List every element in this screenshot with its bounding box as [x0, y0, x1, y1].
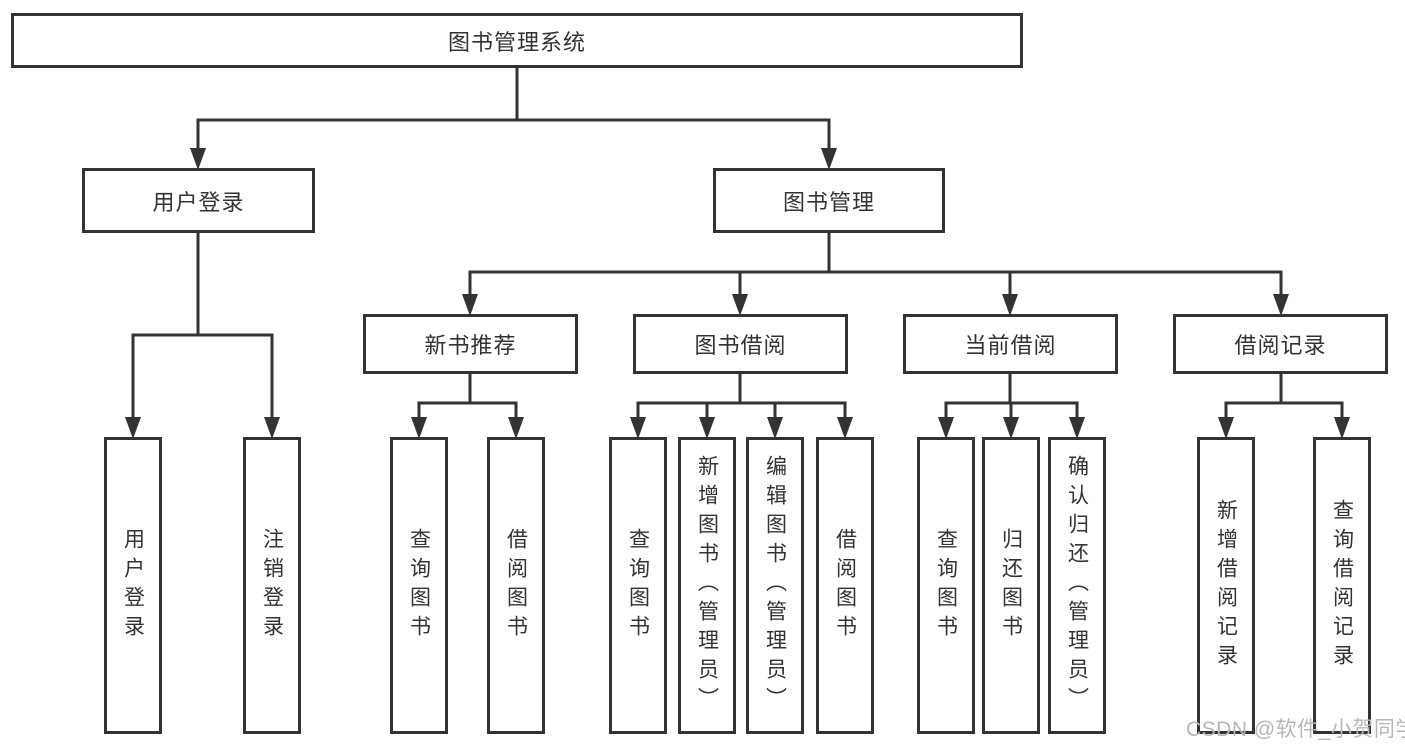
leaf-query-borrow-record: 查询借阅记录: [1313, 437, 1371, 734]
arrowhead-icon: [1218, 417, 1234, 439]
arrowhead-icon: [699, 417, 715, 439]
node-borrowing-records: 借阅记录: [1173, 314, 1388, 374]
leaf-query-books-borrowing: 查询图书: [609, 437, 667, 734]
arrowhead-icon: [462, 294, 478, 316]
arrowhead-icon: [1069, 417, 1085, 439]
leaf-query-books-current: 查询图书: [917, 437, 975, 734]
arrowhead-icon: [1334, 417, 1350, 439]
arrowhead-icon: [767, 417, 783, 439]
leaf-query-books-recommend: 查询图书: [390, 437, 448, 734]
leaf-confirm-return-admin: 确认归还（管理员）: [1048, 437, 1106, 734]
arrowhead-icon: [1002, 294, 1018, 316]
arrowhead-icon: [125, 417, 141, 439]
arrowhead-icon: [821, 148, 837, 170]
watermark: CSDN @软件_小贺同学: [1186, 718, 1405, 741]
arrowhead-icon: [732, 294, 748, 316]
arrowhead-icon: [264, 417, 280, 439]
leaf-add-borrow-record: 新增借阅记录: [1197, 437, 1255, 734]
leaf-borrow-books-borrowing: 借阅图书: [816, 437, 874, 734]
leaf-logout-login: 注销登录: [243, 437, 301, 734]
node-new-book-recommend: 新书推荐: [363, 314, 578, 374]
leaf-edit-book-admin: 编辑图书（管理员）: [746, 437, 804, 734]
arrowhead-icon: [1003, 417, 1019, 439]
node-book-management: 图书管理: [713, 168, 945, 233]
arrowhead-icon: [837, 417, 853, 439]
leaf-return-books: 归还图书: [982, 437, 1040, 734]
leaf-borrow-books-recommend: 借阅图书: [487, 437, 545, 734]
arrowhead-icon: [190, 148, 206, 170]
arrowhead-icon: [508, 417, 524, 439]
node-book-borrowing: 图书借阅: [633, 314, 848, 374]
node-current-borrowing: 当前借阅: [903, 314, 1118, 374]
arrowhead-icon: [938, 417, 954, 439]
arrowhead-icon: [411, 417, 427, 439]
node-library-management-system: 图书管理系统: [11, 13, 1023, 68]
arrowhead-icon: [630, 417, 646, 439]
arrowhead-icon: [1273, 294, 1289, 316]
leaf-user-login: 用户登录: [104, 437, 162, 734]
leaf-add-book-admin: 新增图书（管理员）: [678, 437, 736, 734]
node-user-login: 用户登录: [82, 168, 315, 233]
